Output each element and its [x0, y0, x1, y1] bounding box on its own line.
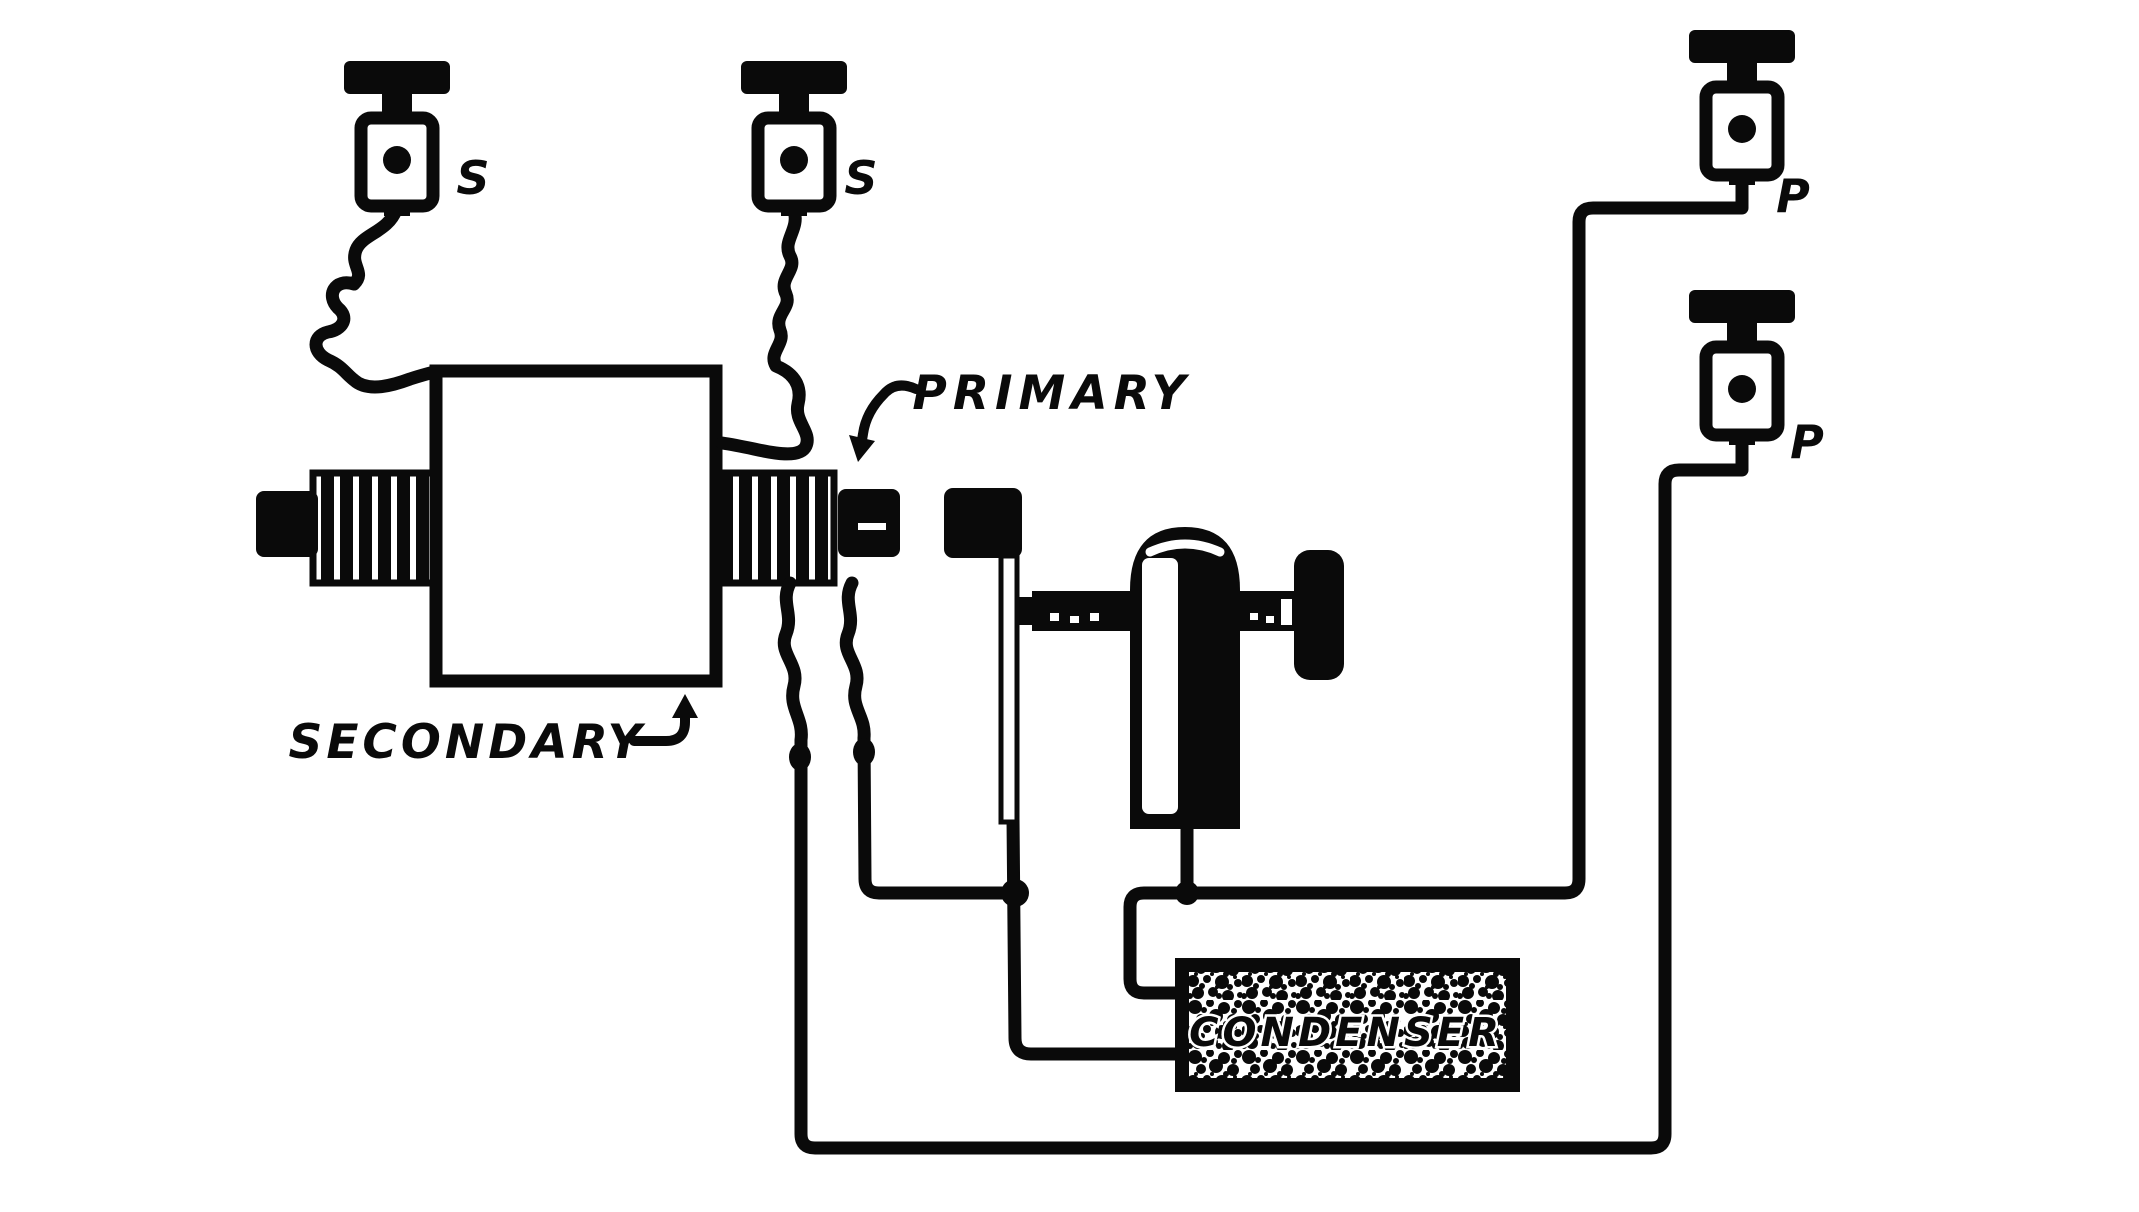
callouts: PRIMARY SECONDARY: [288, 366, 1191, 770]
binding-post-s-left: [344, 61, 450, 216]
terminal-label-s-right: S: [844, 151, 877, 205]
terminal-label-p-lower: P: [1790, 415, 1824, 469]
primary-leader-arrow: [856, 380, 921, 451]
condenser: CONDENSER: [1175, 958, 1520, 1092]
interrupter: [944, 488, 1344, 829]
secondary-leader-arrow: [629, 703, 690, 746]
primary-arrowhead-icon: [849, 435, 875, 462]
primary-winding-coil-left: [309, 469, 441, 587]
core-end-cap-left: [256, 491, 318, 557]
secondary-winding-box: [429, 364, 723, 688]
wire-primary-to-lower-p: [777, 433, 1749, 1155]
induction-coil: [256, 364, 900, 688]
secondary-arrowhead-icon: [672, 694, 698, 718]
wire-s-left-lead: [309, 203, 444, 394]
binding-post-s-right: [741, 61, 847, 216]
junction-dot-standard: [1175, 881, 1199, 905]
condenser-block: [1175, 958, 1520, 1092]
binding-post-p-upper: [1689, 30, 1795, 185]
wire-knot-right: [853, 738, 875, 766]
primary-winding-coil-right: [706, 469, 838, 587]
end-cap-highlight: [858, 523, 886, 530]
secondary-label: SECONDARY: [288, 715, 646, 770]
adjusting-screw: [1236, 550, 1344, 680]
contact-standard: [1130, 527, 1240, 829]
binding-post-p-lower: [1689, 290, 1795, 445]
wire-standard-to-condenser-and-upper-p: [1123, 178, 1749, 1000]
condenser-label: CONDENSER: [1189, 1010, 1503, 1056]
wire-blade-to-condenser: [1006, 811, 1187, 1061]
junction-dot-blade: [1001, 879, 1029, 907]
terminal-label-p-upper: P: [1776, 169, 1810, 223]
wire-knot-left: [789, 743, 811, 771]
wire-primary-to-blade: [839, 576, 1020, 900]
binding-posts: S S P P: [344, 30, 1824, 469]
primary-label: PRIMARY: [912, 366, 1191, 421]
wire-s-right-lead: [715, 203, 814, 461]
adjusting-knob: [1294, 550, 1344, 680]
terminal-label-s-left: S: [456, 151, 489, 205]
vibrator-blade: [998, 553, 1020, 825]
wires: [309, 178, 1749, 1155]
contact-screw: [1018, 591, 1136, 631]
interrupter-support: [944, 488, 1022, 558]
